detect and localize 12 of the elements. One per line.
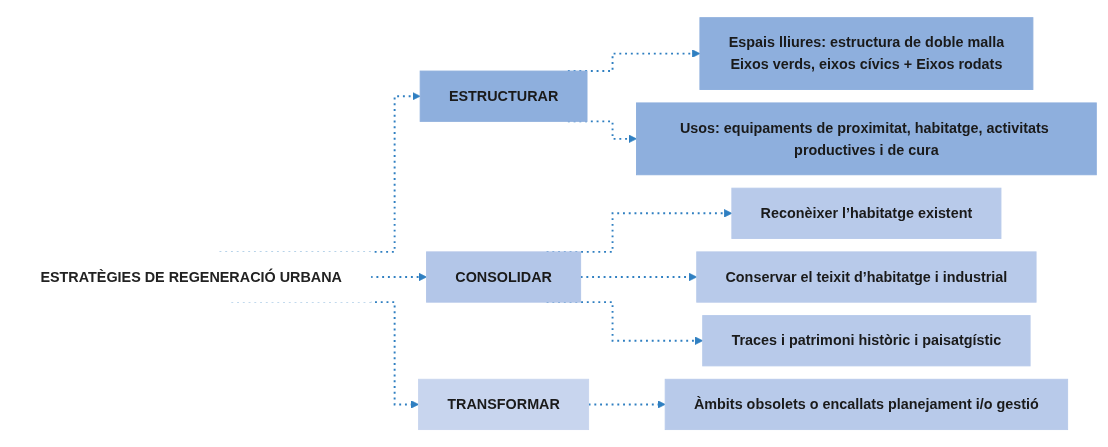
node-box: Reconèixer l’habitatge existent — [731, 187, 1002, 239]
node-box: TRANSFORMAR — [418, 378, 590, 430]
node-box: Traces i patrimoni històric i paisatgístic — [702, 314, 1031, 367]
node-box: Usos: equipaments de proximitat, habitatge, activitats productives i de cura — [636, 102, 1097, 176]
node-box: Àmbits obsolets o encallats planejament i/o gestió — [664, 378, 1069, 430]
node-box: Conservar el teixit d’habitatge i industrial — [696, 251, 1037, 303]
node-box: CONSOLIDAR — [426, 251, 582, 303]
arrow — [587, 400, 666, 409]
node-box: Espais lliures: estructura de doble malla Eixos verds, eixos cívics + Eixos rodats — [699, 17, 1034, 90]
arrow — [579, 272, 698, 282]
node-box: ESTRUCTURAR — [419, 70, 588, 122]
arrow — [369, 272, 427, 282]
